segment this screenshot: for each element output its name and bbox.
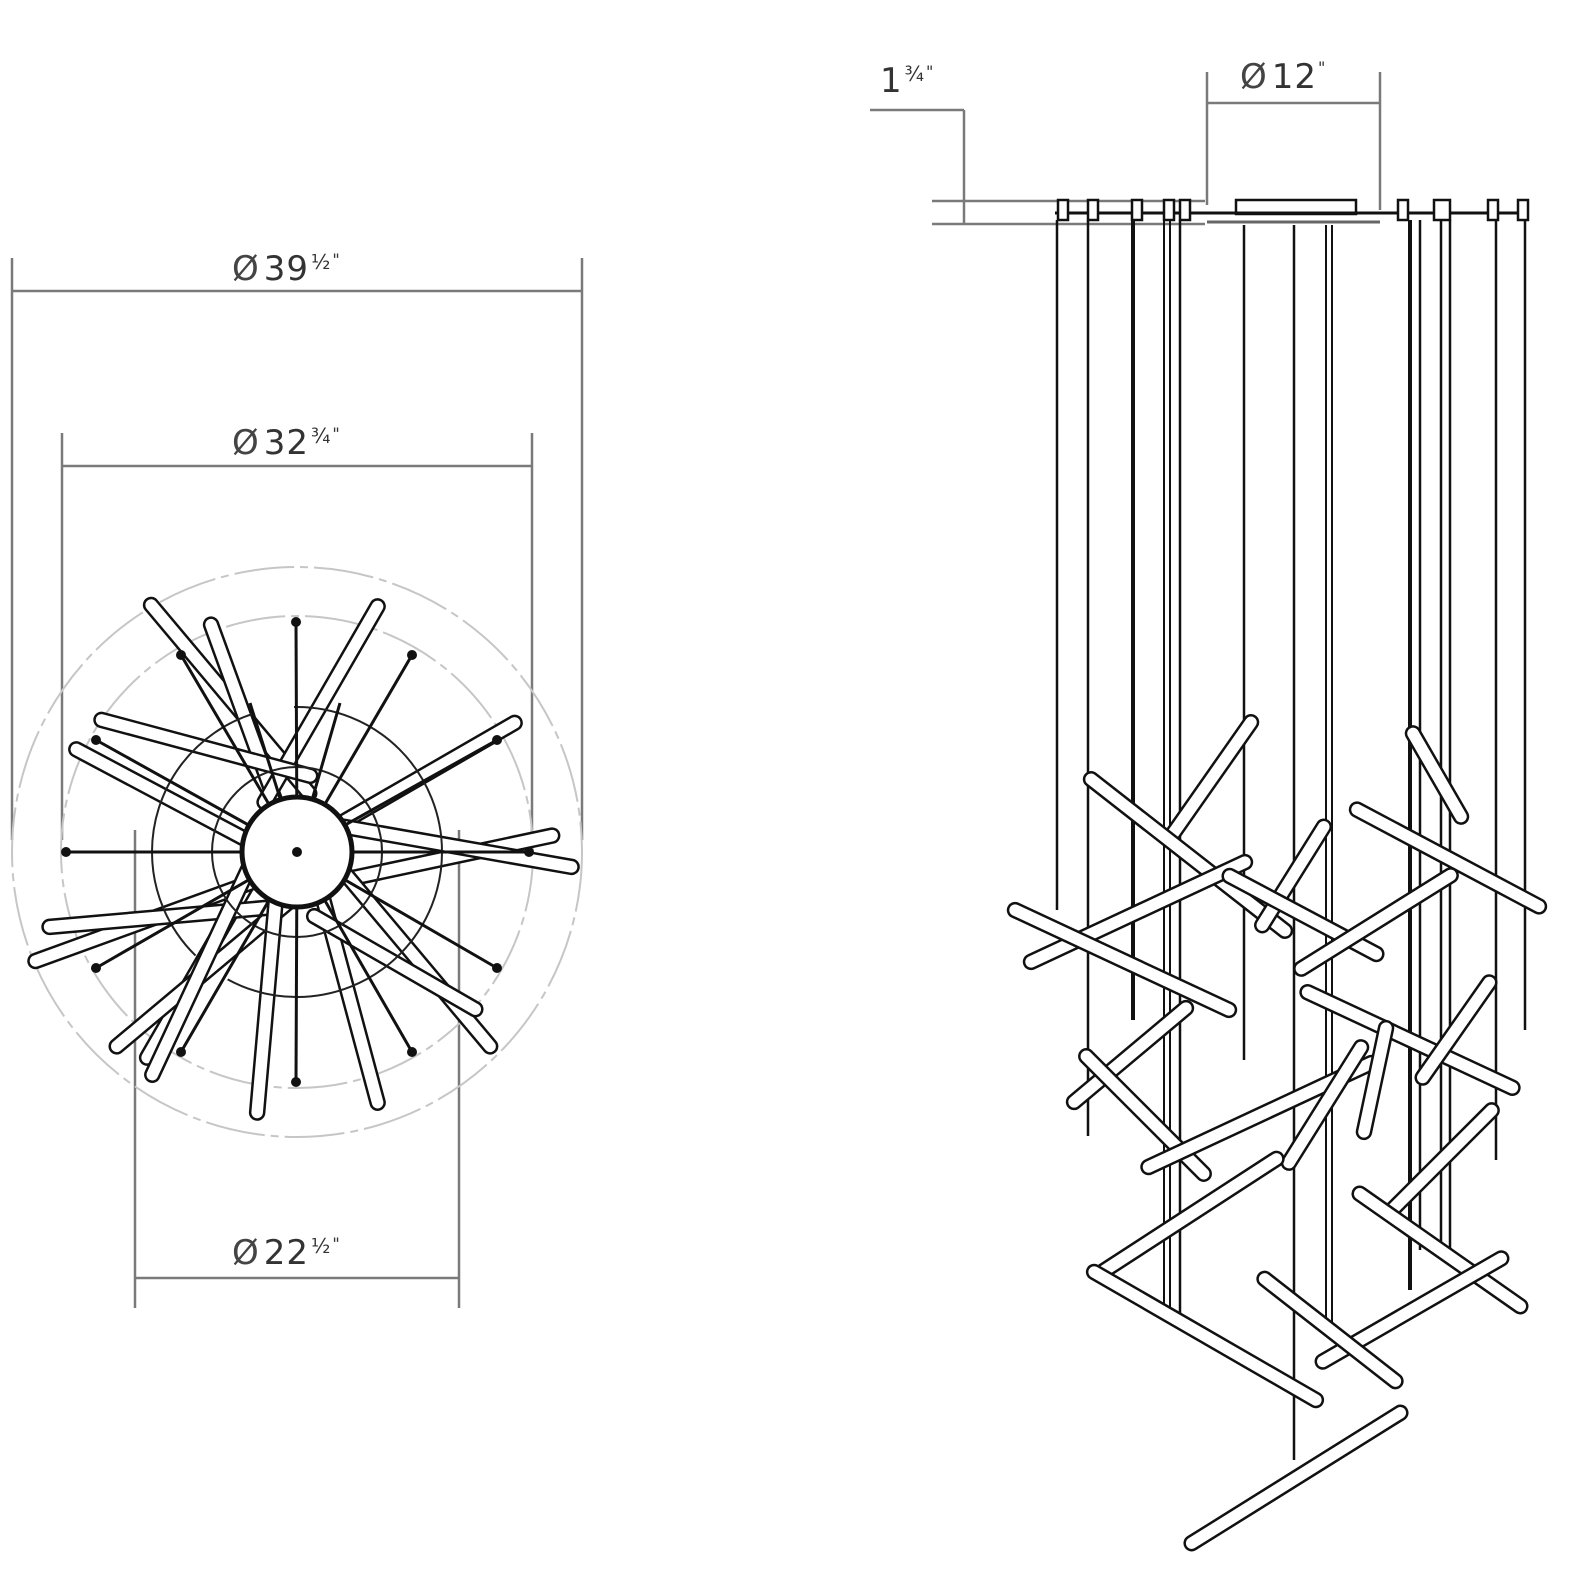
canopy-rail	[1055, 198, 1530, 224]
dimension-fraction: ½	[311, 250, 332, 274]
elevation-cables	[1055, 220, 1527, 1460]
dimension-fraction: ¾	[311, 424, 332, 448]
dimension-whole: 32	[263, 423, 310, 463]
dimension-unit: "	[332, 424, 341, 443]
plan-hub	[239, 794, 355, 910]
dimension-unit: "	[926, 62, 935, 81]
dimension-unit: "	[1318, 58, 1327, 77]
dimension-middle	[60, 433, 534, 840]
diameter-symbol: Ø	[232, 423, 260, 463]
dimension-canopy-height	[870, 108, 1205, 226]
diameter-symbol: Ø	[232, 1233, 260, 1273]
dimension-unit: "	[332, 1234, 341, 1253]
dimension-canopy-diameter	[1205, 72, 1382, 210]
elevation-rods	[1006, 714, 1548, 1552]
dimension-unit: "	[332, 250, 341, 269]
plan-spoke-ends	[61, 617, 534, 1087]
dimension-inner	[133, 830, 461, 1308]
dimension-whole: 39	[263, 249, 310, 289]
dimension-outer	[10, 258, 584, 840]
diameter-symbol: Ø	[1240, 57, 1268, 97]
dimension-whole: 1	[880, 61, 903, 101]
dimension-whole: 22	[263, 1233, 310, 1273]
dimension-fraction: ½	[311, 1234, 332, 1258]
dimension-whole: 12	[1271, 57, 1318, 97]
diameter-symbol: Ø	[232, 249, 260, 289]
dimension-fraction: ¾	[904, 62, 926, 86]
